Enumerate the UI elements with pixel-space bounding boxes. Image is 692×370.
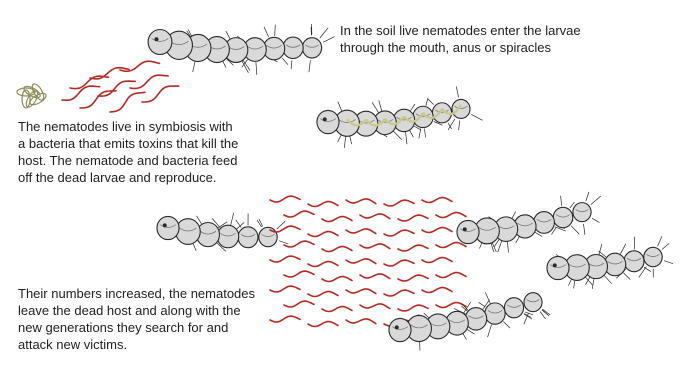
nematode-icon xyxy=(398,215,428,221)
nematode-icon xyxy=(308,232,338,237)
nematode-icon xyxy=(360,244,390,249)
caption-dispersal: Their numbers increased, the nematodes l… xyxy=(18,285,308,353)
larva-icon xyxy=(157,213,288,252)
nematode-icon xyxy=(308,202,338,207)
nematode-icon xyxy=(436,213,466,218)
nematode-icon xyxy=(308,262,338,267)
nematode-icon xyxy=(270,196,300,202)
nematode-icon xyxy=(398,245,428,251)
nematode-icon xyxy=(284,271,314,277)
bacteria-cluster-icon xyxy=(17,82,48,109)
nematode-icon xyxy=(360,274,390,279)
nematode-icon xyxy=(398,275,428,281)
nematode-icon xyxy=(284,241,314,247)
nematode-icon xyxy=(422,198,452,203)
nematode-icon xyxy=(284,211,314,217)
caption-soil-entry: In the soil live nematodes enter the lar… xyxy=(340,22,670,56)
nematode-icon xyxy=(322,307,352,312)
nematode-icon xyxy=(384,290,414,296)
nematode-icon xyxy=(384,200,414,206)
nematode-icon xyxy=(360,214,390,219)
nematode-icon xyxy=(422,258,452,263)
nematode-icon xyxy=(436,273,466,278)
larva-icon xyxy=(317,87,483,148)
nematode-icon xyxy=(346,199,376,204)
larva-icon xyxy=(457,192,601,253)
nematode-icon xyxy=(322,217,352,222)
larva-icon xyxy=(148,24,335,75)
nematode-icon xyxy=(398,305,428,311)
nematode-icon xyxy=(346,319,376,324)
nematode-icon xyxy=(346,289,376,294)
nematode-icon xyxy=(422,288,452,293)
larva-icon xyxy=(389,292,550,350)
nematode-icon xyxy=(270,226,300,232)
nematode-icon xyxy=(322,247,352,252)
nematode-icon xyxy=(346,259,376,264)
nematode-icon xyxy=(384,230,414,236)
larva-icon xyxy=(547,236,673,289)
nematode-icon xyxy=(308,292,338,297)
entering-nematodes xyxy=(62,61,179,112)
nematode-icon xyxy=(422,228,452,233)
nematode-icon xyxy=(110,92,145,112)
nematode-icon xyxy=(360,304,390,309)
nematode-icon xyxy=(436,243,466,248)
nematode-icon xyxy=(120,61,160,71)
nematode-icon xyxy=(308,322,338,327)
nematode-icon xyxy=(270,256,300,262)
caption-symbiosis: The nematodes live in symbiosis with a b… xyxy=(18,118,318,186)
nematode-icon xyxy=(322,277,352,282)
nematode-icon xyxy=(384,260,414,266)
nematode-icon xyxy=(142,86,179,102)
nematode-icon xyxy=(346,229,376,234)
